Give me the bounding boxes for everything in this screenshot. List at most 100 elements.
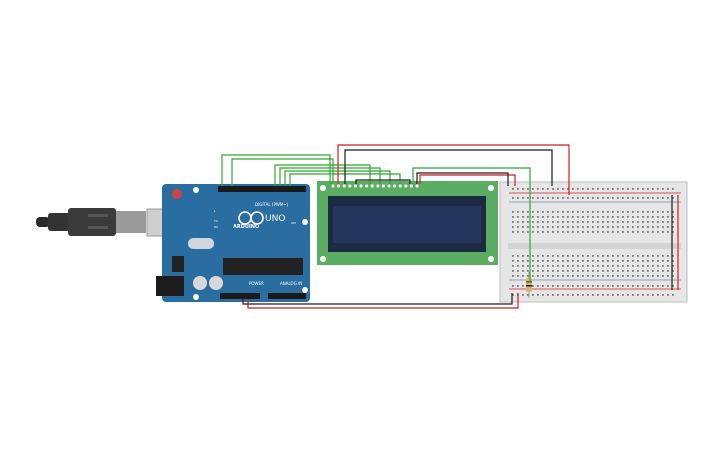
breadboard-hole[interactable] — [632, 275, 634, 277]
breadboard-hole[interactable] — [662, 294, 664, 296]
breadboard-hole[interactable] — [612, 226, 614, 228]
breadboard-hole[interactable] — [622, 275, 624, 277]
breadboard-hole[interactable] — [607, 265, 609, 267]
breadboard-hole[interactable] — [522, 285, 524, 287]
power-header[interactable] — [220, 293, 260, 299]
breadboard-hole[interactable] — [527, 211, 529, 213]
breadboard-hole[interactable] — [642, 231, 644, 233]
breadboard-hole[interactable] — [647, 285, 649, 287]
breadboard-hole[interactable] — [612, 197, 614, 199]
breadboard-hole[interactable] — [552, 265, 554, 267]
breadboard-hole[interactable] — [577, 285, 579, 287]
breadboard-hole[interactable] — [557, 211, 559, 213]
breadboard-hole[interactable] — [512, 260, 514, 262]
wire-green-7[interactable] — [412, 167, 531, 283]
breadboard-hole[interactable] — [582, 216, 584, 218]
breadboard-hole[interactable] — [657, 226, 659, 228]
breadboard-hole[interactable] — [552, 231, 554, 233]
breadboard-hole[interactable] — [617, 188, 619, 190]
breadboard-hole[interactable] — [612, 231, 614, 233]
breadboard-hole[interactable] — [567, 211, 569, 213]
breadboard-hole[interactable] — [647, 211, 649, 213]
breadboard-hole[interactable] — [662, 275, 664, 277]
breadboard-hole[interactable] — [552, 294, 554, 296]
breadboard-hole[interactable] — [567, 265, 569, 267]
lcd-pin[interactable] — [398, 184, 402, 188]
breadboard-hole[interactable] — [532, 260, 534, 262]
breadboard-hole[interactable] — [667, 260, 669, 262]
breadboard-hole[interactable] — [607, 197, 609, 199]
wire-black-1[interactable] — [344, 149, 553, 186]
breadboard-hole[interactable] — [622, 188, 624, 190]
breadboard-hole[interactable] — [642, 294, 644, 296]
breadboard-hole[interactable] — [642, 255, 644, 257]
breadboard-hole[interactable] — [612, 260, 614, 262]
breadboard-hole[interactable] — [577, 211, 579, 213]
breadboard-hole[interactable] — [652, 265, 654, 267]
breadboard-hole[interactable] — [637, 275, 639, 277]
breadboard-hole[interactable] — [602, 211, 604, 213]
breadboard-hole[interactable] — [617, 260, 619, 262]
breadboard-hole[interactable] — [527, 231, 529, 233]
breadboard-hole[interactable] — [597, 265, 599, 267]
breadboard-hole[interactable] — [582, 275, 584, 277]
breadboard-hole[interactable] — [592, 294, 594, 296]
breadboard-hole[interactable] — [532, 197, 534, 199]
breadboard-hole[interactable] — [542, 275, 544, 277]
breadboard-hole[interactable] — [667, 265, 669, 267]
breadboard-hole[interactable] — [632, 226, 634, 228]
breadboard-hole[interactable] — [587, 294, 589, 296]
breadboard-hole[interactable] — [582, 226, 584, 228]
breadboard-hole[interactable] — [672, 211, 674, 213]
breadboard-hole[interactable] — [567, 255, 569, 257]
breadboard-hole[interactable] — [657, 188, 659, 190]
breadboard-hole[interactable] — [642, 216, 644, 218]
breadboard-hole[interactable] — [647, 226, 649, 228]
breadboard-hole[interactable] — [592, 260, 594, 262]
breadboard-hole[interactable] — [597, 226, 599, 228]
breadboard-hole[interactable] — [622, 231, 624, 233]
breadboard-hole[interactable] — [637, 231, 639, 233]
breadboard-hole[interactable] — [632, 265, 634, 267]
breadboard-hole[interactable] — [567, 270, 569, 272]
breadboard-hole[interactable] — [572, 197, 574, 199]
breadboard-hole[interactable] — [512, 188, 514, 190]
breadboard-hole[interactable] — [637, 285, 639, 287]
breadboard-hole[interactable] — [597, 260, 599, 262]
breadboard-hole[interactable] — [537, 197, 539, 199]
breadboard-hole[interactable] — [582, 197, 584, 199]
breadboard-hole[interactable] — [547, 216, 549, 218]
breadboard-hole[interactable] — [527, 197, 529, 199]
lcd-pin[interactable] — [404, 184, 408, 188]
breadboard-hole[interactable] — [512, 211, 514, 213]
breadboard-hole[interactable] — [572, 285, 574, 287]
breadboard-hole[interactable] — [672, 275, 674, 277]
breadboard-hole[interactable] — [592, 255, 594, 257]
breadboard-hole[interactable] — [592, 216, 594, 218]
breadboard-hole[interactable] — [622, 294, 624, 296]
breadboard-hole[interactable] — [522, 275, 524, 277]
breadboard-hole[interactable] — [562, 294, 564, 296]
breadboard-hole[interactable] — [647, 294, 649, 296]
breadboard-hole[interactable] — [647, 265, 649, 267]
breadboard-hole[interactable] — [527, 260, 529, 262]
lcd-pin[interactable] — [353, 184, 357, 188]
breadboard-hole[interactable] — [662, 270, 664, 272]
breadboard-hole[interactable] — [532, 285, 534, 287]
breadboard-hole[interactable] — [582, 294, 584, 296]
breadboard-hole[interactable] — [622, 197, 624, 199]
breadboard-hole[interactable] — [622, 255, 624, 257]
breadboard-hole[interactable] — [532, 221, 534, 223]
breadboard-hole[interactable] — [552, 197, 554, 199]
breadboard-hole[interactable] — [612, 216, 614, 218]
breadboard-hole[interactable] — [657, 270, 659, 272]
breadboard-hole[interactable] — [597, 294, 599, 296]
breadboard-hole[interactable] — [547, 231, 549, 233]
breadboard-hole[interactable] — [572, 188, 574, 190]
breadboard-hole[interactable] — [612, 265, 614, 267]
breadboard-hole[interactable] — [627, 275, 629, 277]
breadboard-hole[interactable] — [562, 275, 564, 277]
breadboard-hole[interactable] — [517, 231, 519, 233]
breadboard-hole[interactable] — [572, 216, 574, 218]
breadboard-hole[interactable] — [572, 275, 574, 277]
